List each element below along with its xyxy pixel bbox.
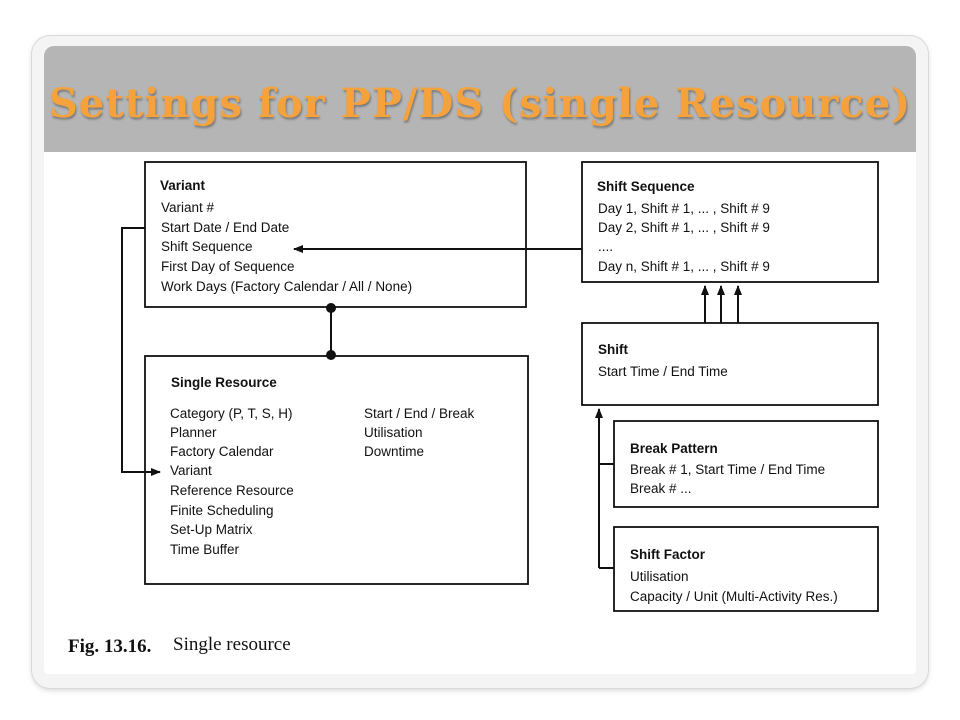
figure-label: Fig. 13.16. xyxy=(68,636,151,657)
shift-sequence-box: Shift Sequence Day 1, Shift # 1, ... , S… xyxy=(581,161,879,283)
break-pattern-line-1: Break # 1, Start Time / End Time xyxy=(630,462,825,477)
link-dot-bottom xyxy=(326,350,336,360)
single-resource-right-line-1: Start / End / Break xyxy=(364,406,475,421)
shift-sequence-line-1: Day 1, Shift # 1, ... , Shift # 9 xyxy=(598,201,770,216)
breaks-factors-to-shift-arrows xyxy=(595,408,614,569)
title-band xyxy=(44,46,916,152)
shift-to-sequence-arrows xyxy=(701,285,742,323)
single-resource-box: Single Resource Category (P, T, S, H) Pl… xyxy=(144,355,529,585)
single-resource-title: Single Resource xyxy=(171,375,277,390)
variant-resource-link xyxy=(326,303,336,360)
variant-line-4: First Day of Sequence xyxy=(161,259,295,274)
single-resource-line-8: Time Buffer xyxy=(170,542,240,557)
variant-line-5: Work Days (Factory Calendar / All / None… xyxy=(161,279,412,294)
variant-line-3: Shift Sequence xyxy=(161,239,253,254)
single-resource-line-7: Set-Up Matrix xyxy=(170,522,253,537)
single-resource-line-3: Factory Calendar xyxy=(170,444,274,459)
figure-caption: Fig. 13.16. Single resource xyxy=(68,634,291,657)
variant-line-2: Start Date / End Date xyxy=(161,220,289,235)
break-pattern-box: Break Pattern Break # 1, Start Time / En… xyxy=(613,420,879,508)
single-resource-line-2: Planner xyxy=(170,425,217,440)
single-resource-right-line-2: Utilisation xyxy=(364,425,423,440)
shift-box: Shift Start Time / End Time xyxy=(581,322,879,406)
slide-title: Settings for PP/DS (single Resource) xyxy=(48,80,912,127)
shift-factor-line-2: Capacity / Unit (Multi-Activity Res.) xyxy=(630,589,838,604)
break-pattern-title: Break Pattern xyxy=(630,441,718,456)
variant-line-1: Variant # xyxy=(161,200,215,215)
shift-factor-line-1: Utilisation xyxy=(630,569,689,584)
shift-title: Shift xyxy=(598,342,628,357)
variant-title: Variant xyxy=(160,178,206,193)
break-pattern-line-2: Break # ... xyxy=(630,481,692,496)
shift-factor-box: Shift Factor Utilisation Capacity / Unit… xyxy=(613,526,879,612)
single-resource-line-5: Reference Resource xyxy=(170,483,294,498)
shift-sequence-line-2: Day 2, Shift # 1, ... , Shift # 9 xyxy=(598,220,770,235)
variant-to-single-resource-arrow xyxy=(121,227,161,476)
shift-line-1: Start Time / End Time xyxy=(598,364,728,379)
shift-sequence-line-3: .... xyxy=(598,239,613,254)
shift-factor-title: Shift Factor xyxy=(630,547,706,562)
single-resource-line-6: Finite Scheduling xyxy=(170,503,274,518)
shift-sequence-title: Shift Sequence xyxy=(597,179,695,194)
single-resource-line-1: Category (P, T, S, H) xyxy=(170,406,293,421)
link-dot-top xyxy=(326,303,336,313)
variant-box: Variant Variant # Start Date / End Date … xyxy=(144,161,527,308)
single-resource-right-line-3: Downtime xyxy=(364,444,424,459)
shift-sequence-line-4: Day n, Shift # 1, ... , Shift # 9 xyxy=(598,259,770,274)
figure-caption-text: Single resource xyxy=(173,634,291,655)
single-resource-line-4: Variant xyxy=(170,463,212,478)
